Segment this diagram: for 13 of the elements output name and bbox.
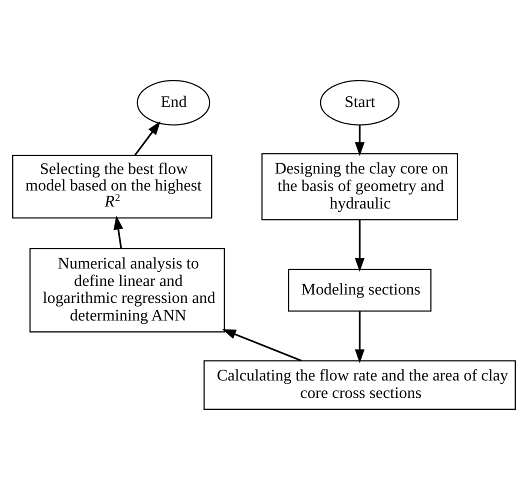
arrow <box>134 121 161 156</box>
arrow <box>354 311 365 364</box>
arrow <box>222 329 302 362</box>
arrow <box>114 216 124 248</box>
node-box: Selecting the best flow model based on the highest R$^{2}$ <box>12 154 212 218</box>
node-box: Numerical analysis to define linear and logarithmic regression and determining ANN <box>29 248 225 332</box>
node-box: Designing the clay core on the basis of geometry and hydraulic <box>261 153 458 220</box>
arrow <box>354 124 365 156</box>
node-ellipse: Start <box>320 80 400 126</box>
arrow <box>354 220 365 272</box>
node-ellipse: End <box>136 80 210 126</box>
node-box: Modeling sections <box>288 268 432 312</box>
node-box: Calculating the flow rate and the area of clay core cross sections <box>204 360 516 410</box>
